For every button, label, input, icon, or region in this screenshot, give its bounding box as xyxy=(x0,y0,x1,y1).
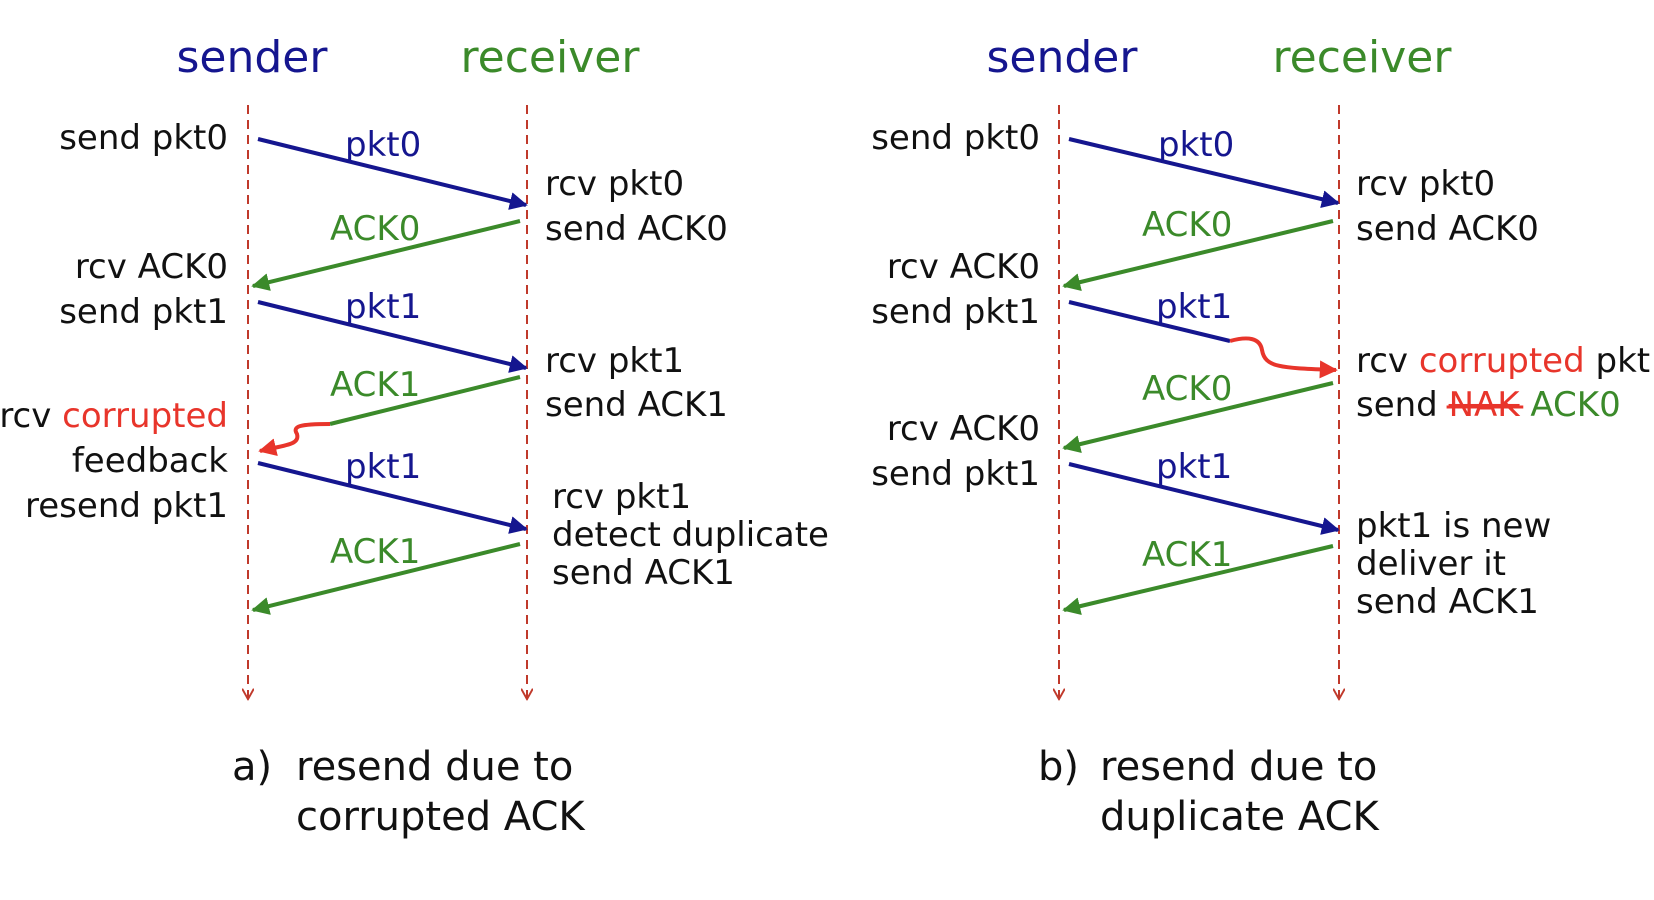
msg-ack0-second: ACK0 xyxy=(1142,369,1232,409)
receiver-event-rcv-pkt1: rcv pkt1 xyxy=(545,341,684,381)
pkt1-arrow xyxy=(257,300,528,373)
sender-event-send-pkt0: send pkt0 xyxy=(871,118,1040,158)
msg-ack1: ACK1 xyxy=(330,365,420,405)
receiver-event-send-ack0: send ACK0 xyxy=(545,209,728,249)
sender-title: sender xyxy=(177,32,329,83)
msg-ack1-second: ACK1 xyxy=(330,532,420,572)
msg-pkt1-resend: pkt1 xyxy=(1156,447,1232,487)
caption-a-line2: corrupted ACK xyxy=(296,794,586,840)
receiver-event-detect-duplicate: detect duplicate xyxy=(552,515,829,555)
ack1-second-arrow xyxy=(251,542,521,615)
caption-b-marker: b) xyxy=(1038,744,1079,790)
ack0-arrow xyxy=(1062,219,1334,291)
sender-event-send-pkt1: send pkt1 xyxy=(871,292,1040,332)
ack1-arrow xyxy=(1062,544,1334,616)
receiver-title: receiver xyxy=(1273,32,1453,83)
receiver-event-deliver-it: deliver it xyxy=(1356,544,1506,584)
receiver-event-send-ack0: send ACK0 xyxy=(1356,209,1539,249)
corrupted-ack1-arrow xyxy=(258,422,331,456)
receiver-event-rcv-pkt0: rcv pkt0 xyxy=(1356,164,1495,204)
ack0-arrow xyxy=(251,219,521,291)
sender-event-rcv-ack0-b: rcv ACK0 xyxy=(887,409,1040,449)
receiver-event-send-ack1: send ACK1 xyxy=(1356,582,1539,622)
ack1-arrow xyxy=(329,375,521,426)
sender-event-rcv-corrupted: rcv corrupted xyxy=(0,396,228,436)
sender-event-feedback: feedback xyxy=(72,441,228,481)
receiver-event-send-ack1: send ACK1 xyxy=(545,385,728,425)
msg-ack0: ACK0 xyxy=(330,209,420,249)
sender-event-rcv-ack0: rcv ACK0 xyxy=(75,247,228,287)
caption-b-line2: duplicate ACK xyxy=(1100,794,1380,840)
msg-ack0: ACK0 xyxy=(1142,205,1232,245)
caption-a-marker: a) xyxy=(232,744,272,790)
msg-pkt1-resend: pkt1 xyxy=(345,447,421,487)
panel-a: sender receiver pkt0 ACK0 pkt1 ACK1 pkt1… xyxy=(0,32,829,840)
msg-pkt0: pkt0 xyxy=(1158,125,1234,165)
ack0-second-arrow xyxy=(1062,381,1334,453)
receiver-title: receiver xyxy=(461,32,641,83)
pkt0-arrow xyxy=(257,137,528,210)
corrupted-pkt1-arrow xyxy=(1229,336,1338,379)
sender-event-rcv-ack0: rcv ACK0 xyxy=(887,247,1040,287)
sender-event-send-pkt0: send pkt0 xyxy=(59,118,228,158)
receiver-event-rcv-pkt0: rcv pkt0 xyxy=(545,164,684,204)
receiver-event-rcv-corrupted-pkt: rcv corrupted pkt xyxy=(1356,341,1650,381)
caption-b-line1: resend due to xyxy=(1100,744,1377,790)
pkt1-resend-arrow xyxy=(257,461,528,534)
msg-pkt0: pkt0 xyxy=(345,125,421,165)
msg-ack1: ACK1 xyxy=(1142,535,1232,575)
sender-event-resend-pkt1: resend pkt1 xyxy=(25,486,228,526)
receiver-event-rcv-pkt1-b: rcv pkt1 xyxy=(552,477,691,517)
caption-a-line1: resend due to xyxy=(296,744,573,790)
receiver-event-send-nak-ack0: send NAK ACK0 xyxy=(1356,385,1621,425)
receiver-event-pkt1-is-new: pkt1 is new xyxy=(1356,506,1551,546)
struck-nak: NAK xyxy=(1449,385,1522,425)
receiver-event-send-ack1-b: send ACK1 xyxy=(552,553,735,593)
pkt0-arrow xyxy=(1068,137,1340,209)
msg-pkt1: pkt1 xyxy=(345,287,421,327)
pkt1-resend-arrow xyxy=(1068,462,1340,535)
sender-title: sender xyxy=(987,32,1139,83)
msg-pkt1: pkt1 xyxy=(1156,287,1232,327)
sender-event-send-pkt1: send pkt1 xyxy=(59,292,228,332)
pkt1-arrow xyxy=(1068,300,1231,343)
panel-b: sender receiver pkt0 ACK0 pkt1 ACK0 pkt1… xyxy=(871,32,1650,840)
sender-event-send-pkt1-b: send pkt1 xyxy=(871,454,1040,494)
